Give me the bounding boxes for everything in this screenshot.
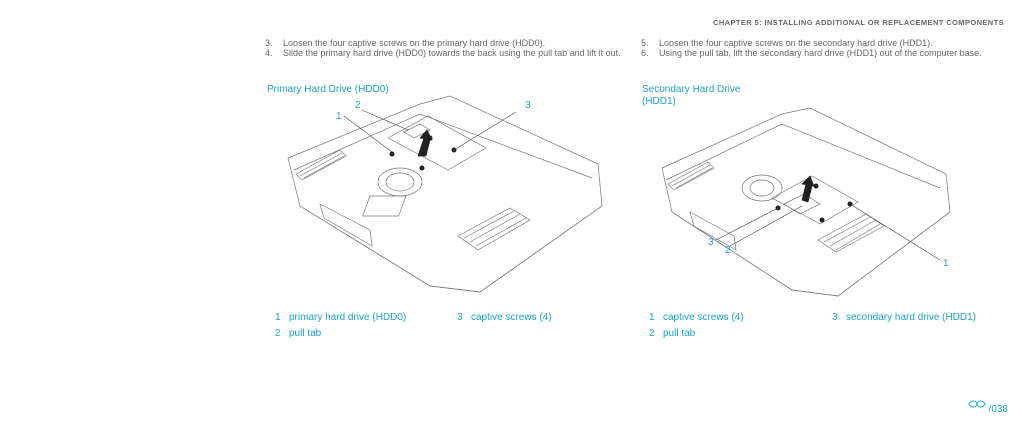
- page-number: /038: [988, 404, 1008, 415]
- legend-number: 1: [275, 312, 281, 323]
- screw-icon: [819, 217, 825, 223]
- step-number: 3.: [265, 38, 273, 48]
- callout-1: 1: [943, 258, 949, 269]
- legend-secondary: 1 captive screws (4) 3 secondary hard driv…: [649, 310, 999, 346]
- alienware-logo-icon: [968, 400, 986, 408]
- legend-label: pull tab: [663, 328, 696, 339]
- step-text: Slide the primary hard drive (HDD0) towa…: [283, 48, 621, 58]
- legend-label: captive screws (4): [663, 312, 744, 323]
- step-text: Loosen the four captive screws on the pr…: [283, 38, 546, 48]
- legend-item: 3 captive screws (4): [457, 310, 552, 326]
- legend-item: 1 primary hard drive (HDD0): [275, 310, 406, 326]
- callout-3: 3: [708, 237, 714, 248]
- step-item: 3. Loosen the four captive screws on the…: [265, 38, 625, 48]
- legend-number: 1: [649, 312, 655, 323]
- laptop-base-edge: [671, 211, 951, 297]
- laptop-base-edge: [299, 205, 603, 293]
- legend-item: 2 pull tab: [649, 326, 695, 342]
- vent-grille-left: [295, 149, 347, 181]
- secondary-hdd-illustration: [661, 107, 951, 297]
- legend-primary: 1 primary hard drive (HDD0) 3 captive scre…: [275, 310, 605, 346]
- side-panel: [319, 203, 373, 247]
- step-item: 4. Slide the primary hard drive (HDD0) t…: [265, 48, 625, 58]
- leader-line-3: [715, 207, 779, 241]
- leader-line-1: [343, 115, 393, 153]
- fan-vent: [741, 174, 783, 202]
- side-panel: [689, 211, 737, 251]
- legend-label: secondary hard drive (HDD1): [846, 312, 977, 323]
- callout-2: 2: [355, 100, 361, 111]
- hdd-bay: [771, 175, 859, 225]
- laptop-panel-line: [293, 113, 593, 179]
- component-block: [362, 195, 407, 217]
- step-text: Loosen the four captive screws on the se…: [659, 38, 933, 48]
- right-steps: 5. Loosen the four captive screws on the…: [641, 38, 1001, 58]
- legend-label: primary hard drive (HDD0): [289, 312, 407, 323]
- step-number: 5.: [641, 38, 649, 48]
- hard-drive-hdd0: [403, 123, 431, 139]
- leader-line-1: [849, 203, 941, 261]
- step-item: 6. Using the pull tab, lift the secondar…: [641, 48, 1001, 58]
- callout-1: 1: [336, 111, 342, 122]
- arrow-head-icon: [801, 175, 815, 187]
- screw-icon: [427, 135, 433, 141]
- left-steps: 3. Loosen the four captive screws on the…: [265, 38, 625, 58]
- pull-tab-arrow-icon: [801, 183, 813, 203]
- legend-number: 3: [832, 312, 838, 323]
- legend-item: 1 captive screws (4): [649, 310, 744, 326]
- vent-grille-left: [667, 161, 715, 191]
- pull-tab-arrow-icon: [417, 137, 431, 157]
- screw-icon: [813, 183, 819, 189]
- legend-number: 2: [275, 328, 281, 339]
- callout-2: 2: [725, 245, 731, 256]
- legend-label: captive screws (4): [471, 312, 552, 323]
- figure-title-secondary: Secondary Hard Drive (HDD1): [642, 84, 741, 107]
- leader-line-2: [361, 109, 409, 131]
- screw-icon: [419, 165, 425, 171]
- legend-item: 2 pull tab: [275, 326, 321, 342]
- fan-vent: [377, 167, 423, 197]
- legend-item: 3 secondary hard drive (HDD1): [832, 310, 976, 326]
- step-text: Using the pull tab, lift the secondary h…: [659, 48, 982, 58]
- step-number: 6.: [641, 48, 649, 58]
- legend-label: pull tab: [289, 328, 322, 339]
- vent-grille-right: [457, 207, 531, 251]
- laptop-base-outline: [661, 107, 951, 297]
- figure-title-primary: Primary Hard Drive (HDD0): [267, 84, 389, 95]
- page-number-value: 038: [991, 404, 1008, 415]
- chapter-header: CHAPTER 5: INSTALLING ADDITIONAL OR REPL…: [713, 18, 1004, 27]
- hdd-bay: [387, 115, 487, 171]
- hard-drive-hdd1: [783, 193, 821, 215]
- callout-3: 3: [525, 100, 531, 111]
- laptop-panel-line: [665, 123, 941, 189]
- step-item: 5. Loosen the four captive screws on the…: [641, 38, 1001, 48]
- leader-line-3: [453, 111, 517, 151]
- primary-hdd-illustration: [287, 95, 603, 293]
- leader-line-2: [729, 205, 803, 247]
- vent-grille-right: [817, 213, 885, 253]
- screw-icon: [389, 151, 395, 157]
- legend-number: 2: [649, 328, 655, 339]
- step-number: 4.: [265, 48, 273, 58]
- legend-number: 3: [457, 312, 463, 323]
